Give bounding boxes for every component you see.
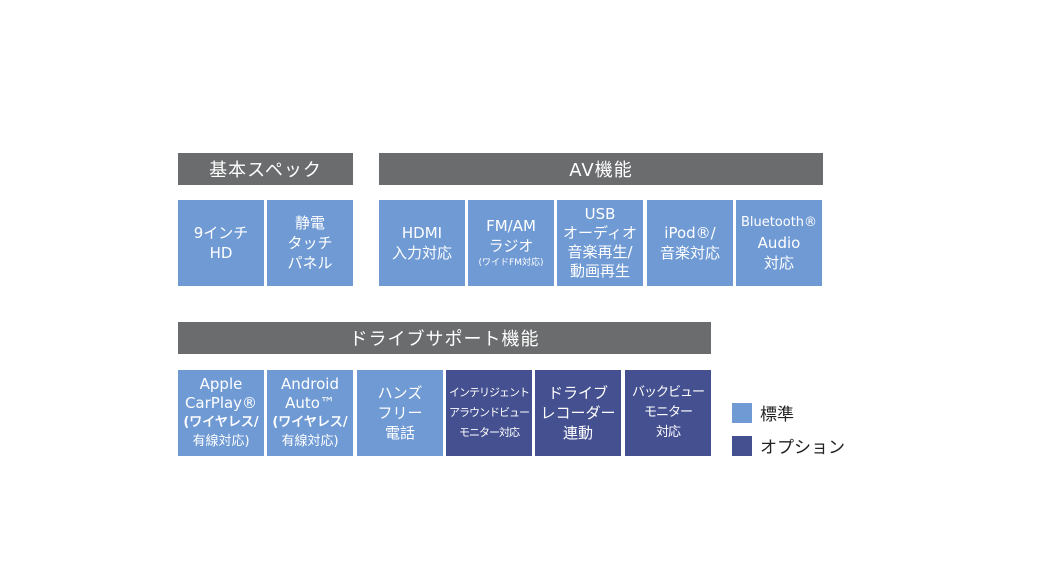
tile-line: HDMI xyxy=(401,224,443,242)
tile-back-view-monitor: バックビュー モニター 対応 xyxy=(625,370,711,456)
tile-line: 連動 xyxy=(562,424,593,442)
header-av: AV機能 xyxy=(379,153,823,185)
tile-line: Auto™ xyxy=(285,394,335,412)
tile-line: (ワイドFM対応) xyxy=(478,258,544,268)
tile-hdmi: HDMI 入力対応 xyxy=(379,200,465,286)
tile-line: 音楽再生/ xyxy=(567,243,633,261)
tile-ipod: iPod®/ 音楽対応 xyxy=(647,200,733,286)
header-drive-support-label: ドライブサポート機能 xyxy=(349,329,540,350)
tile-line: 動画再生 xyxy=(569,262,630,280)
tile-line: 9インチ xyxy=(193,224,249,242)
tile-line: (ワイヤレス/ xyxy=(183,415,259,430)
tile-line: オーディオ xyxy=(563,224,637,242)
header-drive-support: ドライブサポート機能 xyxy=(178,322,711,354)
legend-option-label: オプション xyxy=(760,438,845,458)
tile-handsfree-phone: ハンズ フリー 電話 xyxy=(357,370,443,456)
tile-line: パネル xyxy=(287,254,333,272)
tile-line: Bluetooth® xyxy=(740,215,818,230)
tile-line: 有線対応) xyxy=(192,434,250,449)
legend-standard-swatch xyxy=(732,402,752,423)
tile-line: iPod®/ xyxy=(664,224,716,242)
header-basic-spec-label: 基本スペック xyxy=(209,160,322,181)
tile-line: タッチ xyxy=(287,234,333,252)
legend-standard: 標準 xyxy=(732,400,794,425)
tile-9inch-hd: 9インチ HD xyxy=(178,200,264,286)
tile-line: (ワイヤレス/ xyxy=(272,415,348,430)
header-basic-spec: 基本スペック xyxy=(178,153,353,185)
legend-option: オプション xyxy=(732,433,845,458)
legend-standard-label: 標準 xyxy=(760,405,794,425)
tile-line: HD xyxy=(209,244,233,262)
tile-line: 対応 xyxy=(655,425,681,440)
tile-line: ラジオ xyxy=(488,237,534,255)
tile-line: モニター対応 xyxy=(459,426,520,439)
tile-line: ドライブ xyxy=(547,384,608,402)
tile-line: 有線対応) xyxy=(281,434,339,449)
tile-line: レコーダー xyxy=(540,404,616,422)
tile-line: FM/AM xyxy=(486,217,536,235)
tile-apple-carplay: Apple CarPlay® (ワイヤレス/ 有線対応) xyxy=(178,370,264,456)
tile-line: Apple xyxy=(199,375,243,393)
tile-drive-recorder: ドライブ レコーダー 連動 xyxy=(535,370,621,456)
tile-line: 入力対応 xyxy=(391,244,452,262)
tile-line: Audio xyxy=(757,234,801,252)
tile-bluetooth-audio: Bluetooth® Audio 対応 xyxy=(736,200,822,286)
tile-line: モニター xyxy=(643,405,693,420)
tile-around-view-monitor: インテリジェント アラウンドビュー モニター対応 xyxy=(446,370,532,456)
tile-line: アラウンドビュー xyxy=(449,406,530,419)
tile-line: インテリジェント xyxy=(449,386,530,399)
tile-touch-panel: 静電 タッチ パネル xyxy=(267,200,353,286)
tile-line: CarPlay® xyxy=(184,394,258,412)
tile-line: バックビュー xyxy=(631,385,705,400)
tile-line: 電話 xyxy=(384,424,415,442)
tile-line: 対応 xyxy=(763,254,794,272)
tile-line: ハンズ xyxy=(377,384,423,402)
tile-usb-audio: USB オーディオ 音楽再生/ 動画再生 xyxy=(557,200,643,286)
tile-fm-am-radio: FM/AM ラジオ (ワイドFM対応) xyxy=(468,200,554,286)
tile-line: USB xyxy=(584,205,616,223)
tile-line: フリー xyxy=(377,404,423,422)
tile-line: 音楽対応 xyxy=(659,244,720,262)
tile-line: 静電 xyxy=(294,214,325,232)
tile-line: Android xyxy=(281,375,339,393)
header-av-label: AV機能 xyxy=(569,160,633,181)
legend-option-swatch xyxy=(732,435,752,456)
tile-android-auto: Android Auto™ (ワイヤレス/ 有線対応) xyxy=(267,370,353,456)
